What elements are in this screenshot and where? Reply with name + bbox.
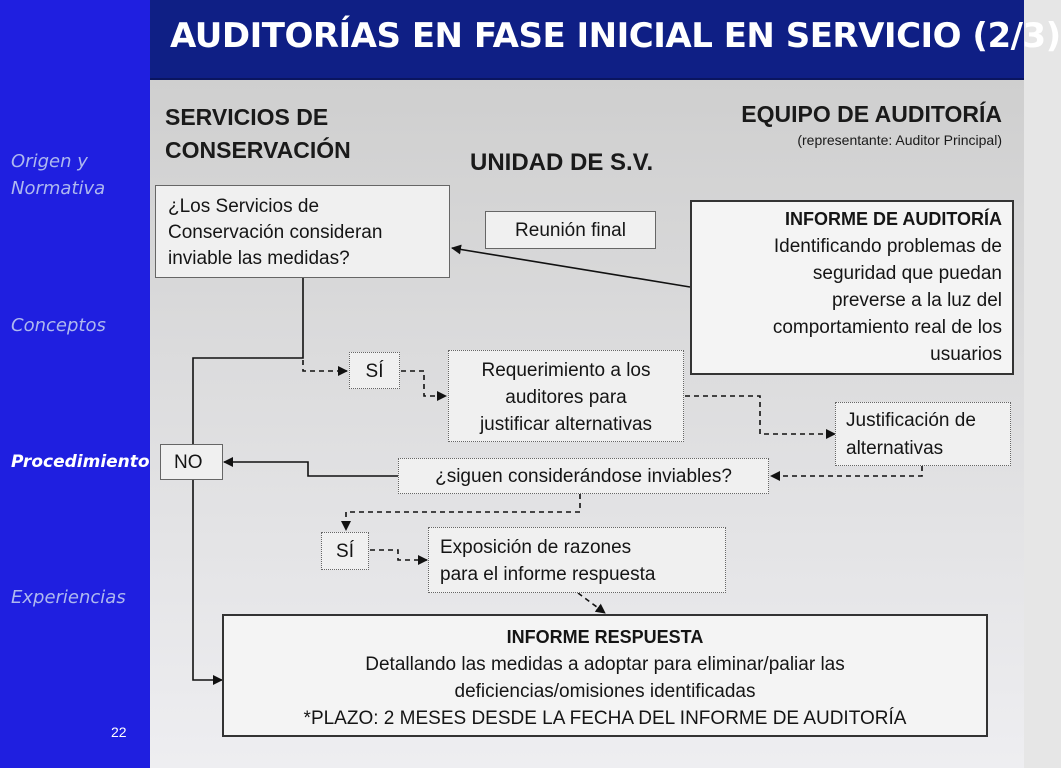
siguen-inviables-box: ¿siguen considerándose inviables? [398, 458, 769, 494]
nav-label: Conceptos [11, 315, 106, 336]
node-text: Justificación de [846, 410, 976, 431]
sidebar: Origen y Normativa Conceptos Procedimien… [0, 0, 150, 768]
node-text: comportamiento real de los [772, 317, 1002, 338]
node-text: Conservación consideran [168, 222, 383, 243]
node-text: Exposición de razones [440, 537, 632, 558]
node-text: para el informe respuesta [440, 564, 656, 585]
no-box: NO [160, 444, 223, 480]
node-text: alternativas [846, 438, 944, 459]
nav-label: Experiencias [11, 587, 126, 608]
header-equipo: EQUIPO DE AUDITORÍA (representante: Audi… [741, 101, 1002, 148]
header-line: EQUIPO DE AUDITORÍA [741, 101, 1002, 127]
node-text: ¿Los Servicios de [168, 196, 320, 217]
informe-respuesta-box: INFORME RESPUESTA Detallando las medidas… [222, 614, 988, 737]
requerimiento-box: Requerimiento a los auditores para justi… [448, 350, 684, 442]
node-text: usuarios [930, 344, 1002, 365]
node-title: INFORME RESPUESTA [506, 627, 704, 647]
node-text: justificar alternativas [479, 414, 653, 435]
nav-item-procedimiento[interactable]: Procedimiento [11, 449, 150, 476]
node-text: preverse a la luz del [831, 290, 1002, 311]
page-number: 22 [111, 724, 127, 740]
header-line: SERVICIOS DE [165, 104, 329, 130]
node-text: seguridad que puedan [812, 263, 1002, 284]
justificacion-box: Justificación de alternativas [835, 402, 1011, 466]
node-text: inviable las medidas? [168, 248, 350, 269]
header-unidad: UNIDAD DE S.V. [470, 149, 654, 176]
node-text: Identificando problemas de [773, 236, 1002, 257]
nav-label: Normativa [11, 178, 106, 199]
node-text: Detallando las medidas a adoptar para el… [365, 654, 845, 675]
node-title: INFORME DE AUDITORÍA [784, 209, 1002, 229]
nav-label: Procedimiento [11, 452, 150, 472]
exposicion-box: Exposición de razones para el informe re… [428, 527, 726, 593]
reunion-final-box: Reunión final [485, 211, 656, 249]
question-inviable-box: ¿Los Servicios de Conservación considera… [155, 185, 450, 278]
header-servicios: SERVICIOS DE CONSERVACIÓN [165, 101, 351, 167]
nav-label: Origen y [11, 151, 88, 172]
nav-item-conceptos[interactable]: Conceptos [11, 312, 106, 339]
si-box-2: SÍ [321, 532, 369, 570]
si-box-1: SÍ [349, 352, 400, 389]
nav-item-experiencias[interactable]: Experiencias [11, 584, 126, 611]
header-subtitle: (representante: Auditor Principal) [797, 132, 1002, 148]
node-text: auditores para [505, 387, 627, 408]
header-line: CONSERVACIÓN [165, 137, 351, 163]
node-text: *PLAZO: 2 MESES DESDE LA FECHA DEL INFOR… [303, 708, 907, 729]
node-text: deficiencias/omisiones identificadas [454, 681, 756, 702]
title-bar: AUDITORÍAS EN FASE INICIAL EN SERVICIO (… [150, 0, 1061, 80]
nav-item-origen[interactable]: Origen y Normativa [11, 148, 105, 202]
informe-auditoria-box: INFORME DE AUDITORÍA Identificando probl… [690, 200, 1014, 375]
page-title: AUDITORÍAS EN FASE INICIAL EN SERVICIO (… [170, 16, 1061, 56]
node-text: Requerimiento a los [481, 360, 651, 381]
